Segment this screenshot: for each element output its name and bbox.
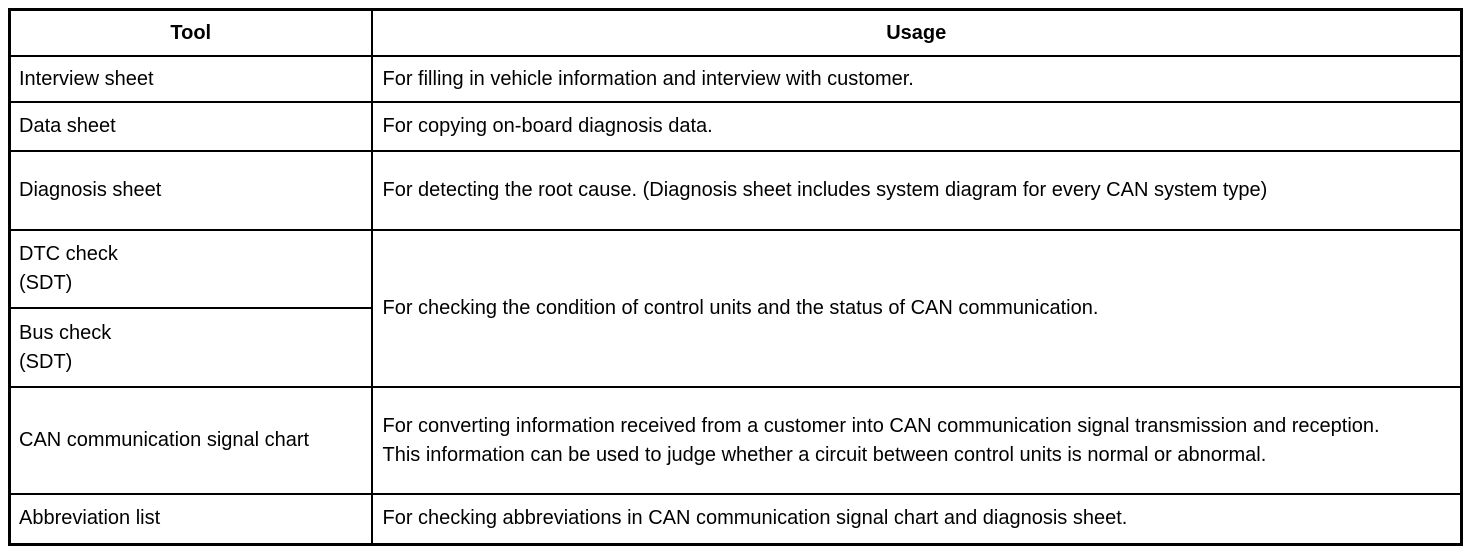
usage-cell: For copying on-board diagnosis data. bbox=[370, 101, 1463, 152]
table-row-dtc-check: DTC check (SDT) For checking the conditi… bbox=[8, 229, 1463, 388]
header-row: Tool Usage bbox=[8, 8, 1463, 57]
tool-cell: Diagnosis sheet bbox=[8, 150, 373, 231]
tool-cell: DTC check (SDT) bbox=[8, 229, 373, 309]
tool-cell: Data sheet bbox=[8, 101, 373, 152]
table-row-diagnosis-sheet: Diagnosis sheet For detecting the root c… bbox=[8, 150, 1463, 231]
column-header-usage: Usage bbox=[370, 8, 1463, 57]
column-header-tool: Tool bbox=[8, 8, 373, 57]
tool-usage-table: Tool Usage Interview sheet For filling i… bbox=[8, 8, 1463, 546]
table-row-abbreviation-list: Abbreviation list For checking abbreviat… bbox=[8, 493, 1463, 545]
table-row-bus-check: Bus check (SDT) bbox=[8, 307, 1462, 388]
tool-cell: Bus check (SDT) bbox=[8, 307, 373, 388]
table-row-can-signal-chart: CAN communication signal chart For conve… bbox=[8, 386, 1463, 495]
table-row-data-sheet: Data sheet For copying on-board diagnosi… bbox=[8, 101, 1463, 152]
usage-cell: For filling in vehicle information and i… bbox=[370, 55, 1463, 103]
usage-cell-merged: For checking the condition of control un… bbox=[370, 229, 1463, 388]
table-row-interview-sheet: Interview sheet For filling in vehicle i… bbox=[8, 55, 1463, 103]
usage-cell: For checking abbreviations in CAN commun… bbox=[370, 493, 1463, 545]
usage-cell: For detecting the root cause. (Diagnosis… bbox=[370, 150, 1463, 231]
tool-cell: CAN communication signal chart bbox=[8, 386, 373, 495]
tool-cell: Abbreviation list bbox=[8, 493, 373, 545]
tool-cell: Interview sheet bbox=[8, 55, 373, 103]
usage-cell: For converting information received from… bbox=[370, 386, 1463, 495]
